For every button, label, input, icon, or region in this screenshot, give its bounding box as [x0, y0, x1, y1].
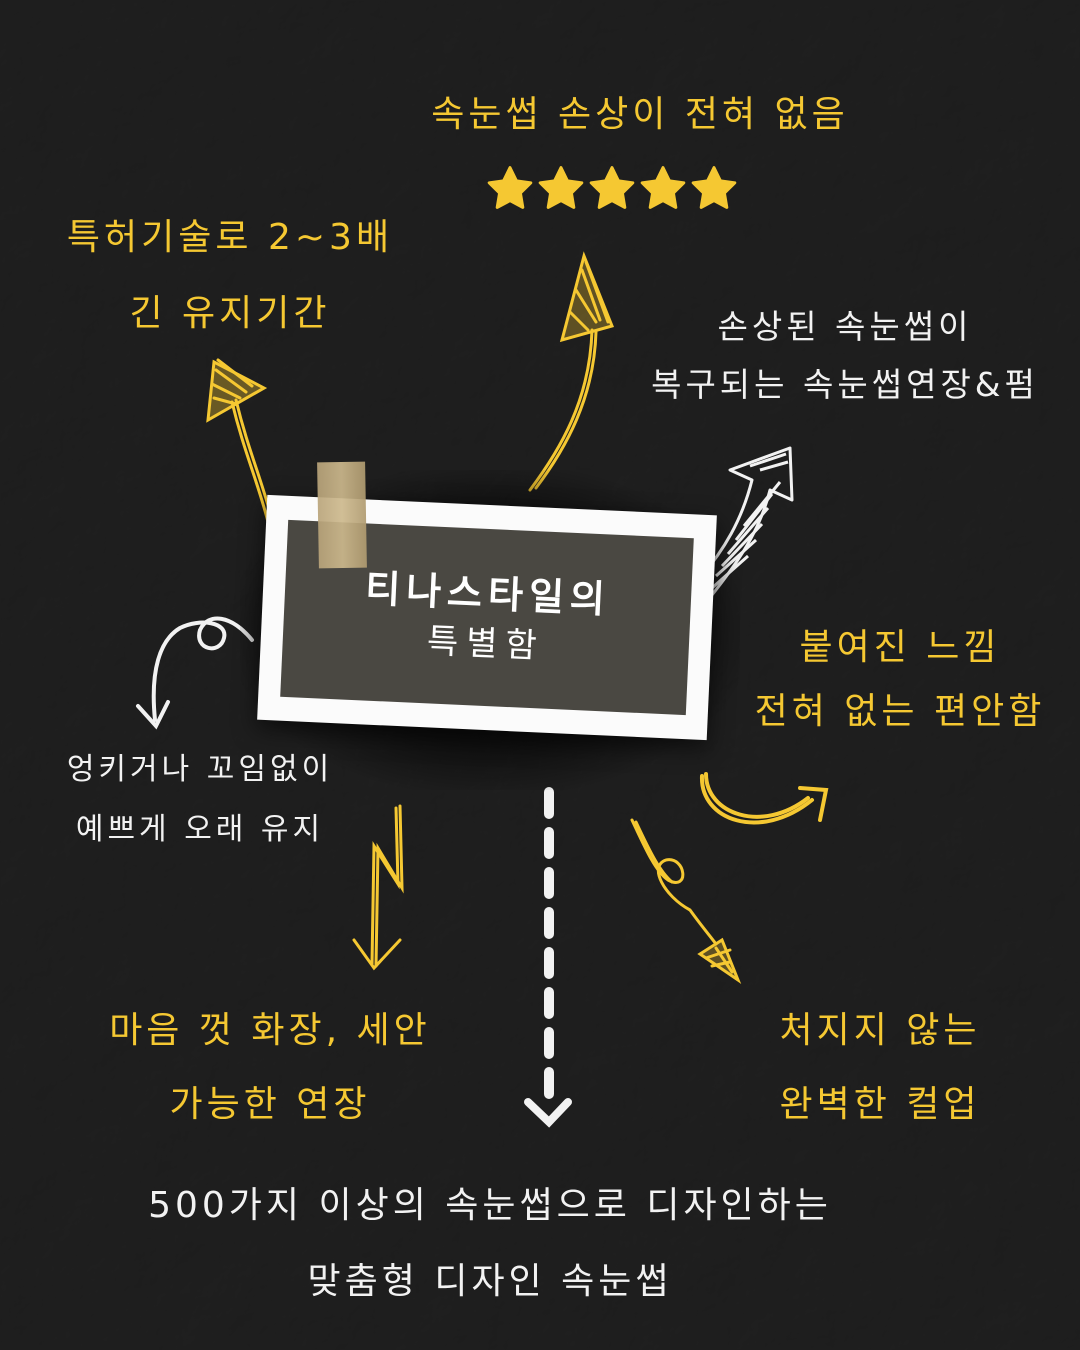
feature-makeup-free-line1: 마음 껏 화장, 세안 [109, 1010, 431, 1051]
feature-comfort-line1: 붙여진 느낌 [799, 627, 1001, 668]
feature-recovery-line1: 손상된 속눈썹이 [717, 307, 973, 346]
star-icon [589, 166, 635, 209]
feature-long-lasting-line1: 특허기술로 2~3배 [66, 217, 394, 258]
feature-makeup-free: 마음 껏 화장, 세안 가능한 연장 [60, 994, 480, 1142]
tape-strip [317, 461, 367, 569]
arrow-top-center-icon [528, 251, 615, 492]
feature-custom-design: 500가지 이상의 속눈썹으로 디자인하는 맞춤형 디자인 속눈썹 [40, 1168, 940, 1320]
star-icon [487, 166, 533, 209]
feature-no-damage-text: 속눈썹 손상이 전혀 없음 [431, 94, 849, 135]
arrow-zigzag-down-icon [352, 804, 404, 971]
star-icon [640, 166, 686, 209]
feature-makeup-free-line2: 가능한 연장 [169, 1084, 371, 1125]
feature-no-damage: 속눈썹 손상이 전혀 없음 [340, 84, 940, 146]
arrow-left-loop-icon [136, 616, 254, 730]
feature-recovery: 손상된 속눈썹이 복구되는 속눈썹연장&펌 [620, 298, 1070, 414]
star-icon [538, 166, 584, 209]
feature-comfort: 붙여진 느낌 전혀 없는 편안함 [720, 616, 1080, 744]
feature-custom-design-line2: 맞춤형 디자인 속눈썹 [307, 1261, 673, 1302]
feature-curl-up: 처지지 않는 완벽한 컬업 [720, 994, 1040, 1142]
arrow-dashed-down-icon [524, 787, 572, 1128]
feature-comfort-line2: 전혀 없는 편안함 [754, 691, 1046, 732]
feature-custom-design-line1: 500가지 이상의 속눈썹으로 디자인하는 [148, 1185, 832, 1226]
feature-no-tangle-line2: 예쁘게 오래 유지 [75, 812, 325, 847]
feature-long-lasting: 특허기술로 2~3배 긴 유지기간 [20, 200, 440, 352]
arrow-loop-down-right-icon [630, 818, 742, 985]
star-icon [691, 166, 737, 209]
feature-no-tangle: 엉키거나 꼬임없이 예쁘게 오래 유지 [10, 740, 390, 860]
feature-curl-up-line2: 완벽한 컬업 [779, 1084, 981, 1125]
feature-no-tangle-line1: 엉키거나 꼬임없이 [66, 752, 334, 787]
feature-long-lasting-line2: 긴 유지기간 [129, 293, 331, 334]
feature-curl-up-line1: 처지지 않는 [779, 1010, 981, 1051]
feature-recovery-line2: 복구되는 속눈썹연장&펌 [651, 365, 1039, 404]
rating-stars [486, 164, 738, 212]
title-card-subheading: 특별함 [426, 620, 546, 667]
title-card-heading: 티나스타일의 [364, 565, 612, 622]
